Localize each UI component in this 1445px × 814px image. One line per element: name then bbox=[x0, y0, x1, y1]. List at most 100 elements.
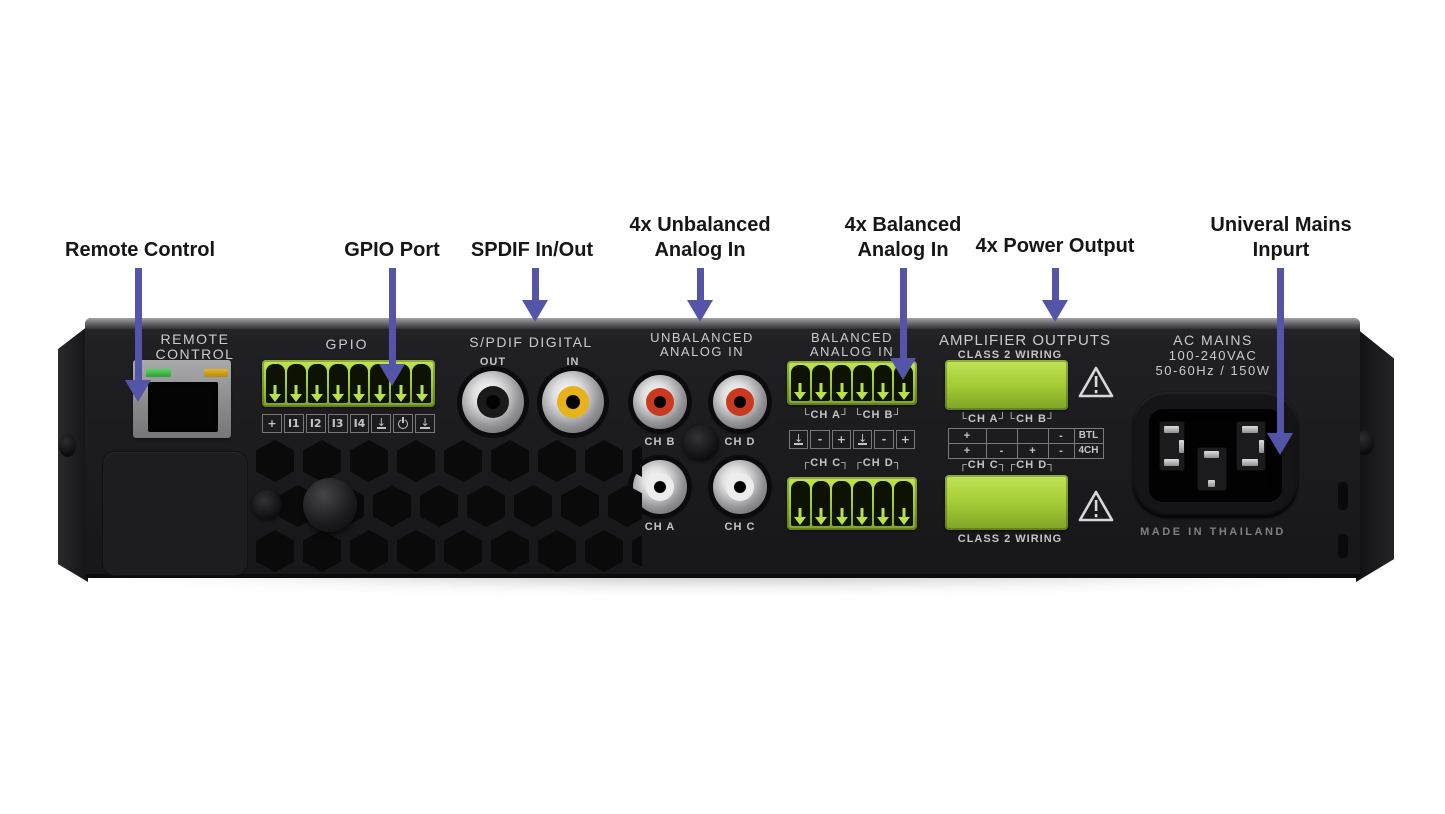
callout-spdif: SPDIF In/Out bbox=[452, 238, 612, 263]
hex-vent bbox=[491, 440, 529, 482]
blank-plate bbox=[103, 452, 247, 575]
hex-vent bbox=[256, 440, 294, 482]
made-in-label: MADE IN THAILAND bbox=[1140, 526, 1286, 538]
amp-table-cell: BTL bbox=[1073, 427, 1104, 444]
amp-chab-label: └CH A┘└CH B┘ bbox=[959, 413, 1056, 425]
unbalanced-title-line1: UNBALANCED bbox=[650, 330, 754, 345]
terminal-pin bbox=[412, 364, 431, 403]
spdif-section-title: S/PDIF DIGITAL bbox=[469, 334, 593, 350]
arrow-balanced bbox=[900, 268, 907, 358]
balanced-title-line1: BALANCED bbox=[810, 330, 894, 345]
pin-label-cell: + bbox=[262, 414, 282, 433]
spdif-out-label: OUT bbox=[479, 356, 507, 368]
amp-table-cell: - bbox=[1047, 427, 1075, 444]
amp-table-cell: - bbox=[1047, 442, 1075, 459]
amp-table-cell bbox=[985, 427, 1018, 444]
arrow-mains-head bbox=[1267, 433, 1293, 455]
callout-mains: Univeral Mains Inpurt bbox=[1181, 213, 1381, 263]
arrow-power bbox=[1052, 268, 1059, 300]
callout-remote-text: Remote Control bbox=[65, 239, 215, 261]
hex-vent bbox=[444, 440, 482, 482]
callout-power-output: 4x Power Output bbox=[955, 234, 1155, 259]
power-icon bbox=[393, 414, 414, 433]
unbalanced-section-title: UNBALANCED ANALOG IN bbox=[622, 331, 782, 359]
rj45-port bbox=[148, 382, 218, 432]
mains-title-line3: 50-60Hz / 150W bbox=[1155, 363, 1271, 378]
terminal-pin bbox=[791, 365, 810, 401]
activity-led-amber bbox=[204, 369, 228, 377]
iec-prong-center bbox=[1197, 447, 1227, 491]
mains-section-title: AC MAINS 100-240VAC 50-60Hz / 150W bbox=[1133, 333, 1293, 379]
iec-power-inlet bbox=[1133, 392, 1298, 517]
arrow-spdif bbox=[532, 268, 539, 300]
hex-vent bbox=[632, 440, 642, 482]
ground-icon: ↓ bbox=[415, 414, 435, 433]
amp-table-cell: 4CH bbox=[1073, 442, 1104, 459]
hex-vent bbox=[538, 530, 576, 572]
hex-vent bbox=[256, 530, 294, 572]
hex-vent bbox=[632, 530, 642, 572]
callout-balanced-line2: Analog In bbox=[857, 239, 949, 261]
arrow-mains bbox=[1277, 268, 1284, 433]
iec-prong-right bbox=[1236, 421, 1266, 471]
balanced-section-title: BALANCED ANALOG IN bbox=[772, 331, 932, 359]
hex-vent bbox=[561, 485, 599, 527]
panel-screw bbox=[252, 490, 282, 520]
rca-jack-chb bbox=[633, 375, 687, 429]
remote-title-line1: REMOTE bbox=[160, 331, 230, 347]
hex-vent bbox=[585, 530, 623, 572]
terminal-pin bbox=[873, 481, 893, 526]
chd-label: CH D bbox=[724, 436, 756, 448]
hex-vent bbox=[303, 530, 341, 572]
chb-label: CH B bbox=[644, 436, 676, 448]
hex-vent bbox=[397, 440, 435, 482]
left-thumb-screw bbox=[59, 434, 76, 457]
arrow-power-head bbox=[1042, 300, 1068, 322]
hex-vent bbox=[514, 485, 552, 527]
spdif-in-label: IN bbox=[566, 356, 580, 368]
terminal-pin bbox=[811, 481, 831, 526]
class2-wiring-top: CLASS 2 WIRING bbox=[957, 349, 1063, 361]
hex-vent bbox=[373, 485, 411, 527]
terminal-pin bbox=[811, 365, 831, 401]
iec-cavity bbox=[1149, 409, 1282, 502]
power-icon bbox=[398, 418, 409, 429]
warning-icon bbox=[1078, 490, 1114, 528]
hex-vent bbox=[420, 485, 458, 527]
pin-label-cell: I2 bbox=[305, 414, 326, 433]
gpio-section-title: GPIO bbox=[325, 336, 369, 352]
rca-jack-chd bbox=[713, 375, 767, 429]
pin-label-cell: - bbox=[874, 430, 894, 449]
callout-balanced-line1: 4x Balanced bbox=[844, 214, 962, 236]
amp-table-cell: + bbox=[947, 427, 987, 444]
arrow-gpio bbox=[389, 268, 396, 364]
amp-terminal-cd bbox=[945, 475, 1068, 530]
hex-vent bbox=[444, 530, 482, 572]
class2-wiring-bottom: CLASS 2 WIRING bbox=[957, 533, 1063, 545]
terminal-pin bbox=[266, 364, 285, 403]
terminal-pin bbox=[873, 365, 893, 401]
link-led-green bbox=[146, 369, 171, 377]
terminal-pin bbox=[832, 481, 852, 526]
amp-wiring-table: +-BTL+-+-4CH bbox=[947, 427, 1104, 459]
callout-unbalanced: 4x Unbalanced Analog In bbox=[620, 213, 780, 263]
terminal-pin bbox=[286, 364, 306, 403]
mains-title-line2: 100-240VAC bbox=[1168, 348, 1258, 363]
pin-label-cell: + bbox=[895, 430, 915, 449]
arrow-balanced-head bbox=[890, 358, 916, 380]
hex-vent bbox=[303, 440, 341, 482]
callout-mains-line2: Inpurt bbox=[1252, 239, 1310, 261]
balanced-chab-label: └CH A┘ └CH B┘ bbox=[801, 409, 903, 421]
ground-icon: ↓ bbox=[794, 432, 804, 445]
terminal-pin bbox=[307, 364, 327, 403]
arrow-gpio-head bbox=[379, 364, 405, 386]
hex-vent bbox=[397, 530, 435, 572]
callout-balanced: 4x Balanced Analog In bbox=[823, 213, 983, 263]
remote-section-title: REMOTE CONTROL bbox=[135, 332, 255, 362]
hex-vent bbox=[491, 530, 529, 572]
pin-label-cell: I1 bbox=[283, 414, 304, 433]
terminal-pin bbox=[832, 365, 852, 401]
callout-gpio-text: GPIO Port bbox=[344, 239, 440, 261]
